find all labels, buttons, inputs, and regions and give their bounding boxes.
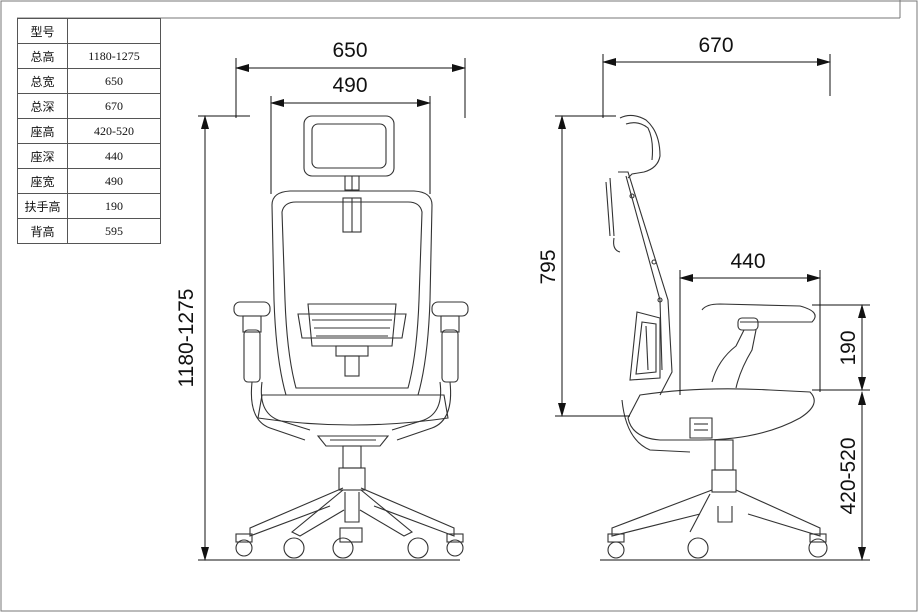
spec-value: 440 xyxy=(67,143,161,169)
spec-value: 670 xyxy=(67,93,161,119)
star-base-front xyxy=(249,487,455,537)
seat-height-label: 420-520 xyxy=(837,437,860,514)
spec-value: 420-520 xyxy=(67,118,161,144)
casters-front xyxy=(235,527,464,559)
spec-value: 190 xyxy=(67,193,161,219)
seat-side xyxy=(621,388,815,453)
armrest-left xyxy=(233,301,311,441)
gas-lift-side xyxy=(711,439,737,493)
side-view xyxy=(605,114,828,559)
spec-value: 1180-1275 xyxy=(67,43,161,69)
armrest-right xyxy=(391,301,469,441)
spec-value: 595 xyxy=(67,218,161,244)
spec-value: 490 xyxy=(67,168,161,194)
back-height-label: 795 xyxy=(537,249,560,284)
overall-height-label: 1180-1275 xyxy=(175,289,198,388)
spec-label: 总深 xyxy=(17,93,68,119)
backrest-front xyxy=(271,190,433,396)
backrest-side xyxy=(605,114,673,396)
spec-label: 型号 xyxy=(17,18,68,44)
front-view xyxy=(233,115,469,559)
gas-lift xyxy=(316,435,390,491)
front-dimensions xyxy=(198,58,466,561)
seat-depth-label: 440 xyxy=(730,250,765,273)
lumbar-support xyxy=(297,303,407,377)
armrest-side xyxy=(701,303,816,389)
spec-label: 座深 xyxy=(17,143,68,169)
overall-width-label: 650 xyxy=(332,39,367,62)
seat-width-label: 490 xyxy=(332,74,367,97)
casters-side xyxy=(607,533,828,559)
spec-label: 扶手高 xyxy=(17,193,68,219)
spec-label: 总高 xyxy=(17,43,68,69)
armrest-height-label: 190 xyxy=(837,330,860,365)
seat-front xyxy=(257,394,449,426)
lumbar-side xyxy=(629,311,661,381)
headrest xyxy=(303,115,395,191)
overall-depth-label: 670 xyxy=(698,34,733,57)
side-dimensions xyxy=(555,54,870,561)
star-base-side xyxy=(611,489,821,537)
